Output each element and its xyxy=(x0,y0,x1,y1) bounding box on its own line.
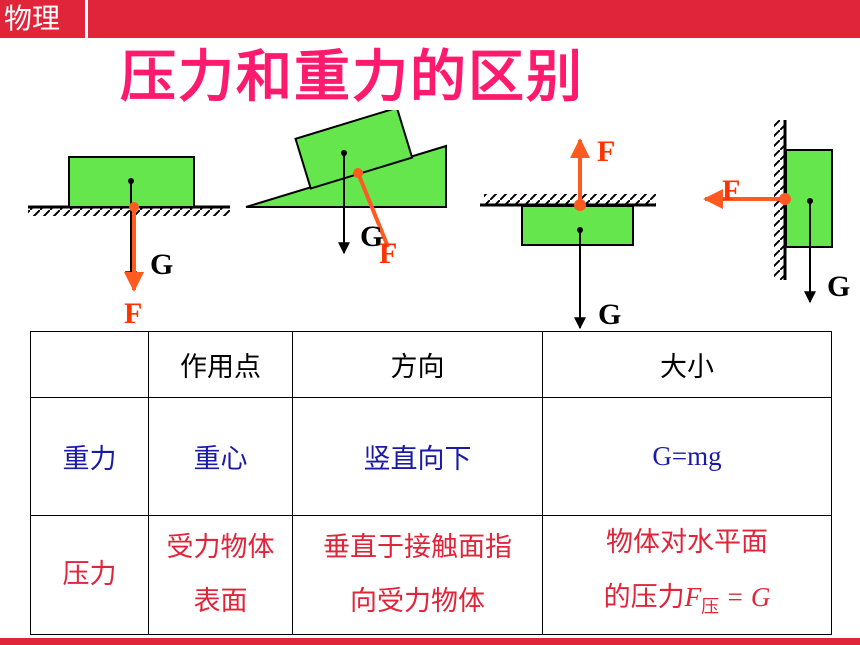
pressure-magnitude-line1: 物体对水平面 xyxy=(606,527,768,558)
label-g: G xyxy=(360,220,383,253)
pressure-direction-line2: 向受力物体 xyxy=(350,586,485,618)
formula-sub: 压 xyxy=(701,596,720,618)
diagram-ceiling-block: F G xyxy=(480,135,656,331)
comparison-table: 作用点 方向 大小 重力 重心 竖直向下 G=mg 压力 受力物体 表面 垂直于… xyxy=(30,331,832,636)
floor-hatch xyxy=(28,208,230,216)
pressure-magnitude: 物体对水平面 的压力F压 = G xyxy=(542,514,832,636)
diagram-incline-block: G F xyxy=(245,110,447,270)
pressure-point: 受力物体 表面 xyxy=(148,514,293,636)
label-f: F xyxy=(597,135,615,168)
gravity-name: 重力 xyxy=(30,397,149,516)
contact-point xyxy=(129,202,139,212)
ceiling-hatch xyxy=(484,194,656,204)
label-g: G xyxy=(827,270,850,303)
diagram-floor-block: G F xyxy=(28,156,230,330)
pressure-name: 压力 xyxy=(30,514,149,636)
header-cell-direction: 方向 xyxy=(292,331,543,398)
header-cell-empty xyxy=(30,331,149,398)
gravity-point: 重心 xyxy=(148,397,293,516)
contact-point xyxy=(574,199,586,211)
table-row-gravity: 重力 重心 竖直向下 G=mg xyxy=(30,397,832,516)
magnitude-formula: F压 = G xyxy=(684,582,771,617)
label-f: F xyxy=(379,237,397,270)
formula-f: F xyxy=(684,582,702,612)
table-row-pressure: 压力 受力物体 表面 垂直于接触面指 向受力物体 物体对水平面 的压力F压 = … xyxy=(30,514,832,636)
contact-point xyxy=(779,193,791,205)
pressure-point-line1: 受力物体 xyxy=(166,532,275,564)
gravity-direction: 竖直向下 xyxy=(292,397,543,516)
table-header-row: 作用点 方向 大小 xyxy=(30,331,832,398)
pressure-arrow xyxy=(356,172,390,248)
pressure-point-line2: 表面 xyxy=(193,586,248,618)
header-cell-point: 作用点 xyxy=(148,331,293,398)
pressure-direction-line1: 垂直于接触面指 xyxy=(323,532,512,564)
magnitude-prefix: 的压力 xyxy=(603,582,685,613)
top-bar xyxy=(0,0,860,38)
force-diagrams: G F G F F G F G xyxy=(28,110,850,331)
page-title: 压力和重力的区别 xyxy=(120,45,584,110)
block xyxy=(521,205,634,246)
formula-eq: = G xyxy=(719,582,771,612)
pressure-direction: 垂直于接触面指 向受力物体 xyxy=(292,514,543,636)
subject-tag-border xyxy=(0,0,88,38)
header-cell-magnitude: 大小 xyxy=(542,331,832,398)
label-g: G xyxy=(598,298,621,331)
diagram-wall-block: F G xyxy=(703,120,850,304)
gravity-magnitude: G=mg xyxy=(542,397,832,516)
subject-tag: 物理 xyxy=(0,0,88,38)
label-g: G xyxy=(150,248,173,281)
contact-point xyxy=(353,168,363,178)
label-f: F xyxy=(124,297,142,330)
bottom-bar xyxy=(0,638,860,645)
pressure-magnitude-line2: 的压力F压 = G xyxy=(543,570,831,634)
label-f: F xyxy=(722,174,740,207)
